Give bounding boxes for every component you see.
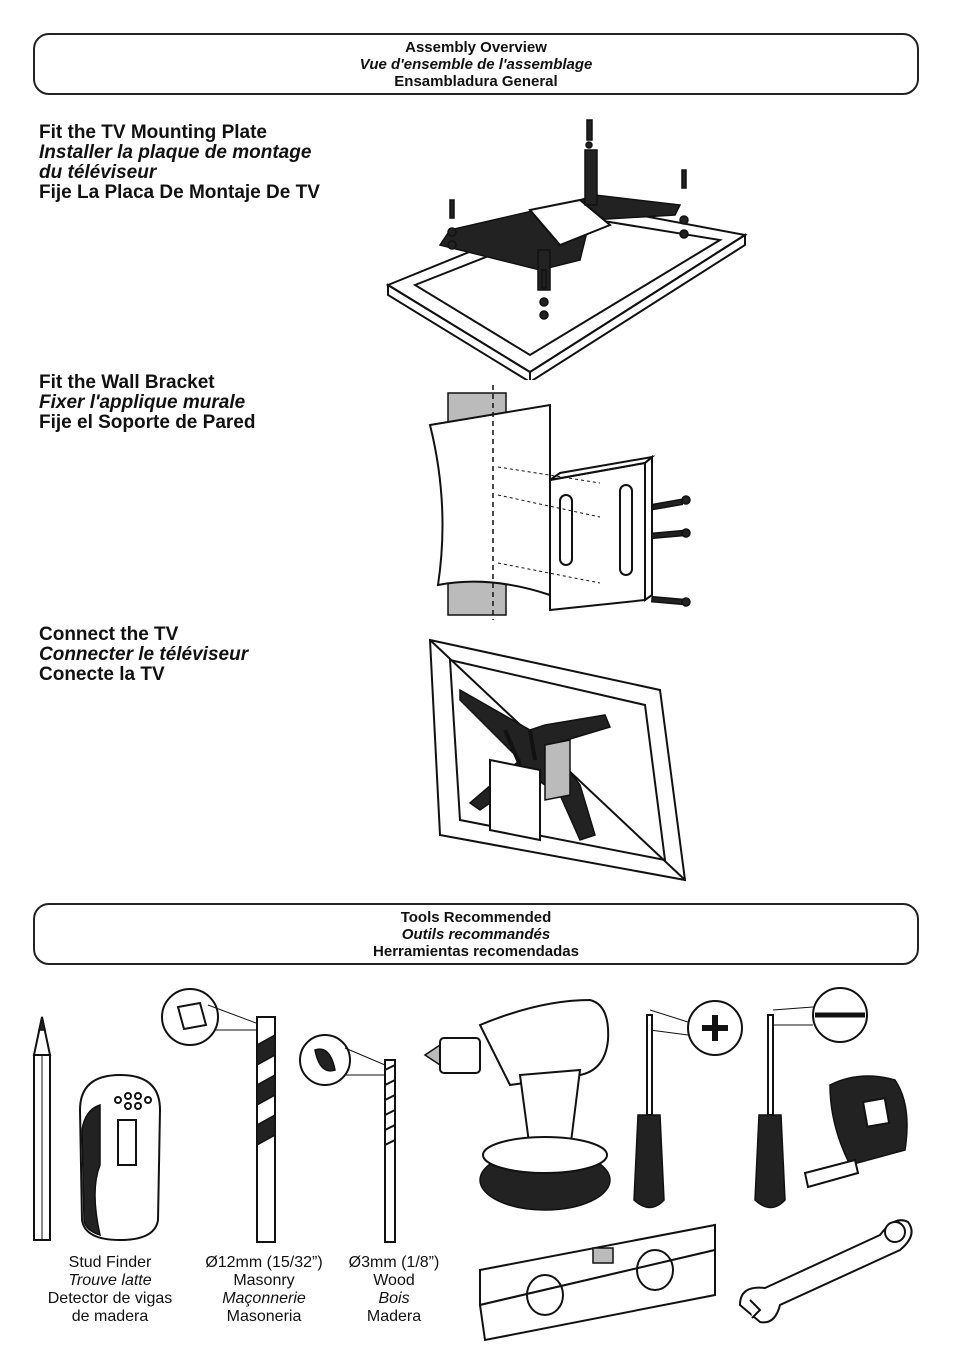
caption-en: Stud Finder [68,1254,152,1271]
caption-size: Ø3mm (1/8”) [348,1254,440,1271]
step-label-fr-cont: du téléviseur [39,162,157,183]
masonry-drill-bit-icon [161,988,276,1243]
step-label-es: Fije el Soporte de Pared [39,412,256,433]
step-label-es: Conecte la TV [39,664,165,685]
pencil-icon [32,1016,52,1241]
flat-screwdriver-icon [754,987,868,1209]
tools-recommended-banner: Tools Recommended Outils recommandés Her… [33,903,919,965]
connect-tv-illustration [428,638,687,882]
caption-es: Madera [366,1308,422,1325]
banner-title-es: Herramientas recomendadas [373,943,579,960]
step-fit-wall-bracket: Fit the Wall Bracket Fixer l'applique mu… [39,373,255,433]
caption-size: Ø12mm (15/32”) [205,1254,323,1271]
caption-es: Detector de vigas [47,1290,173,1307]
spirit-level-icon [478,1223,716,1342]
step-label-fr: Installer la plaque de montage [39,142,312,163]
caption-fr: Maçonnerie [222,1290,306,1307]
step-fit-mounting-plate: Fit the TV Mounting Plate Installer la p… [39,123,320,203]
step-connect-tv: Connect the TV Connecter le téléviseur C… [39,625,248,685]
caption-en: Wood [373,1272,415,1289]
tv-mounting-plate-illustration [385,119,748,380]
tape-measure-icon [803,1075,908,1189]
step-label-en: Connect the TV [39,624,179,645]
banner-title-en: Tools Recommended [400,909,552,926]
step-label-en: Fit the Wall Bracket [39,372,215,393]
step-label-en: Fit the TV Mounting Plate [39,122,267,143]
caption-es-cont: de madera [71,1308,149,1325]
caption-fr: Bois [378,1290,410,1307]
masonry-bit-caption: Ø12mm (15/32”) Masonry Maçonnerie Masone… [190,1254,338,1326]
banner-title-fr: Outils recommandés [401,926,551,943]
step-label-es: Fije La Placa De Montaje De TV [39,182,320,203]
caption-en: Masonry [233,1272,295,1289]
phillips-screwdriver-icon [633,1000,743,1209]
wrench-icon [738,1219,913,1324]
wood-drill-bit-icon [299,1034,396,1243]
step-label-fr: Fixer l'applique murale [39,392,246,413]
assembly-overview-banner: Assembly Overview Vue d'ensemble de l'as… [33,33,919,95]
caption-es: Masoneria [226,1308,302,1325]
stud-finder-caption: Stud Finder Trouve latte Detector de vig… [30,1254,190,1326]
banner-title-es: Ensambladura General [394,73,558,90]
cordless-drill-icon [423,998,611,1211]
wall-bracket-illustration [428,385,691,620]
caption-fr: Trouve latte [68,1272,152,1289]
stud-finder-icon [78,1073,162,1242]
banner-title-en: Assembly Overview [405,39,547,56]
step-label-fr: Connecter le téléviseur [39,644,249,665]
banner-title-fr: Vue d'ensemble de l'assemblage [359,56,593,73]
wood-bit-caption: Ø3mm (1/8”) Wood Bois Madera [335,1254,453,1326]
